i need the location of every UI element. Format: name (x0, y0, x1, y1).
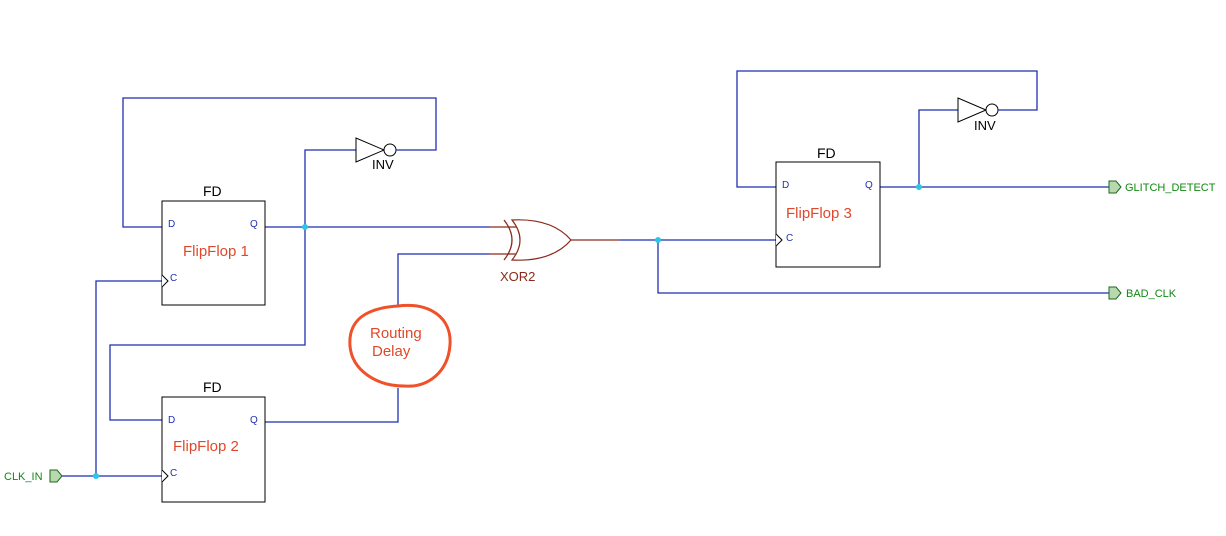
ff1-pin-d: D (168, 219, 175, 230)
ff1-pin-c: C (170, 273, 177, 284)
routing-delay-circle (348, 303, 452, 388)
bad-clk-wire (657, 240, 1109, 294)
ff1-pin-q: Q (250, 219, 258, 230)
inv1-triangle (355, 137, 386, 163)
clk-in-port-icon (49, 469, 63, 483)
bad-clk-label: BAD_CLK (1126, 288, 1177, 300)
junction-xor-out (655, 237, 661, 243)
ff3-type-label: FD (817, 145, 836, 161)
ff3-feedback-wire (736, 70, 1038, 188)
ff2-q-wire (265, 388, 399, 423)
routing-delay-annotation: Routing Delay (348, 303, 452, 388)
ff2-pin-d: D (168, 415, 175, 426)
xor-body (510, 219, 572, 261)
inv1-input-wire (109, 149, 356, 421)
xor-gate[interactable]: XOR2 (490, 219, 572, 284)
glitch-detect-label: GLITCH_DETECT (1125, 182, 1216, 194)
inv2-triangle (957, 97, 988, 123)
ff2-pin-q: Q (250, 415, 258, 426)
routing-delay-line1: Routing (370, 325, 422, 342)
ff2-type-label: FD (203, 379, 222, 395)
delay-to-xor-wire (397, 253, 490, 306)
xor-label: XOR2 (500, 269, 535, 284)
junction-clk (93, 473, 99, 479)
inverter-2[interactable]: INV (957, 97, 1000, 133)
bad-clk-port-icon (1108, 286, 1122, 300)
inv2-input-wire (918, 109, 958, 187)
ff3-clock-triangle (775, 233, 783, 247)
port-clk-in[interactable]: CLK_IN (4, 469, 63, 483)
flipflop-3[interactable]: FD D Q C FlipFlop 3 (775, 145, 881, 268)
ff1-clock-triangle (161, 274, 169, 288)
junction-q3 (916, 184, 922, 190)
ff2-body (161, 396, 266, 503)
ff2-instance-label: FlipFlop 2 (173, 438, 239, 455)
clk-ff1-wire (95, 280, 162, 476)
port-bad-clk[interactable]: BAD_CLK (1108, 286, 1177, 300)
routing-delay-line2: Delay (372, 343, 411, 360)
junction-q1 (302, 224, 308, 230)
ff3-pin-q: Q (865, 180, 873, 191)
ff3-body (775, 161, 881, 268)
inv1-label: INV (372, 157, 394, 172)
flipflop-1[interactable]: FD D Q C FlipFlop 1 (161, 183, 266, 306)
flipflop-2[interactable]: FD D Q C FlipFlop 2 (161, 379, 266, 503)
ff1-body (161, 200, 266, 306)
ff3-pin-d: D (782, 180, 789, 191)
inv1-bubble (383, 143, 397, 157)
junctions (93, 184, 922, 479)
inv2-label: INV (974, 118, 996, 133)
xor-input-curve (503, 219, 513, 261)
inv2-bubble (985, 103, 999, 117)
clk-in-label: CLK_IN (4, 471, 43, 483)
port-glitch-detect[interactable]: GLITCH_DETECT (1108, 180, 1216, 194)
ff3-pin-c: C (786, 233, 793, 244)
ff2-clock-triangle (161, 469, 169, 483)
ff1-type-label: FD (203, 183, 222, 199)
ff2-pin-c: C (170, 468, 177, 479)
glitch-detect-port-icon (1108, 180, 1122, 194)
inverter-1[interactable]: INV (355, 137, 420, 172)
ff1-feedback-wire (122, 97, 437, 228)
ff1-instance-label: FlipFlop 1 (183, 243, 249, 260)
ff3-instance-label: FlipFlop 3 (786, 205, 852, 222)
